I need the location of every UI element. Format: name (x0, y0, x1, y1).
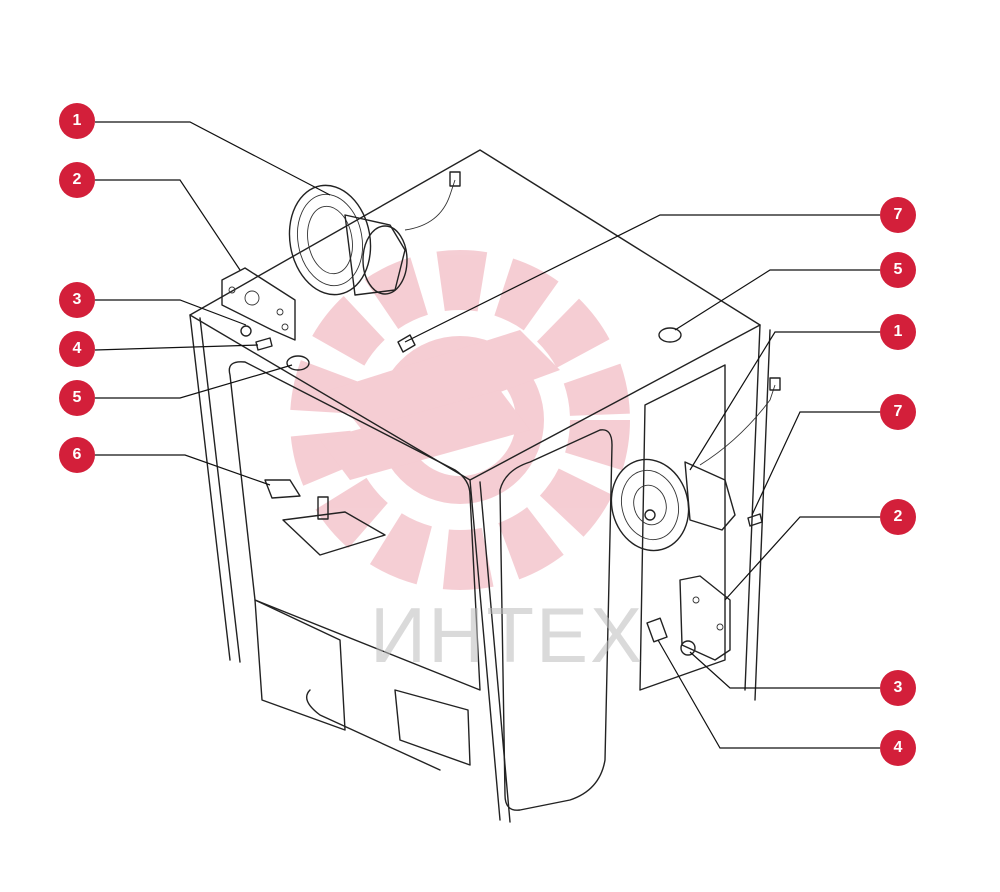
grommet-right (658, 327, 682, 343)
bracket-right (646, 575, 731, 661)
callout-4-right[interactable]: 4 (880, 730, 916, 766)
callout-7-right-lower[interactable]: 7 (880, 394, 916, 430)
bracket-left (221, 267, 296, 341)
callout-5-right[interactable]: 5 (880, 252, 916, 288)
brand-gear-logo (290, 250, 630, 590)
fan-right (610, 377, 781, 552)
callout-2-left[interactable]: 2 (59, 162, 95, 198)
callout-3-left[interactable]: 3 (59, 282, 95, 318)
cab-body (189, 149, 771, 823)
callout-7-right[interactable]: 7 (880, 197, 916, 233)
callout-6-left[interactable]: 6 (59, 437, 95, 473)
callout-4-left[interactable]: 4 (59, 331, 95, 367)
callout-3-right[interactable]: 3 (880, 670, 916, 706)
callout-5-left[interactable]: 5 (59, 380, 95, 416)
fan-left (288, 171, 461, 296)
callout-2-right[interactable]: 2 (880, 499, 916, 535)
callout-1-right[interactable]: 1 (880, 314, 916, 350)
leader-lines (94, 121, 880, 749)
brand-watermark: ИНТЕХ (370, 591, 645, 679)
screw-left (397, 334, 416, 353)
callout-1-left[interactable]: 1 (59, 103, 95, 139)
small-parts-left (240, 325, 386, 556)
